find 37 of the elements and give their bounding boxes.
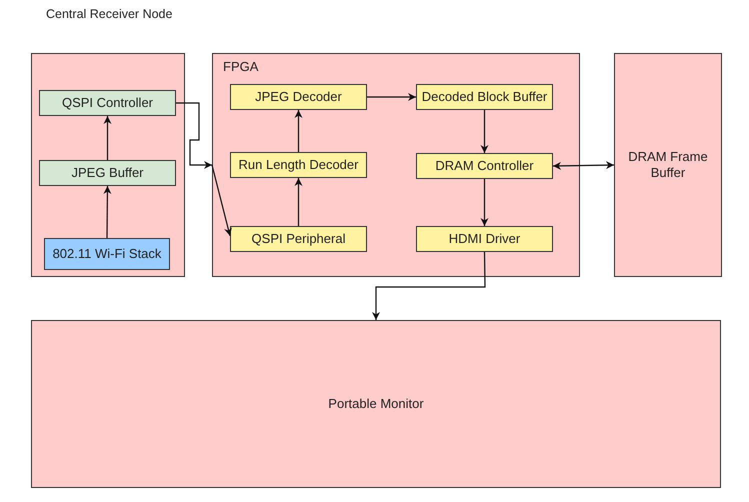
container-box (31, 53, 185, 277)
arrow (176, 102, 212, 169)
node-label: JPEG Decoder (255, 89, 342, 105)
container-box (212, 53, 580, 277)
process-box (44, 238, 170, 270)
arrow (104, 116, 112, 160)
process-box (39, 160, 176, 186)
node-label: 802.11 Wi-Fi Stack (52, 246, 162, 262)
node-label: HDMI Driver (448, 231, 520, 247)
double-arrow (552, 161, 614, 170)
process-box (416, 84, 553, 110)
arrow (211, 164, 232, 236)
container-heading: FPGA (223, 59, 258, 75)
process-box (416, 226, 553, 252)
arrow (480, 110, 488, 153)
process-box (614, 53, 722, 277)
arrow (480, 179, 488, 226)
node-label: Portable Monitor (328, 396, 424, 412)
process-box (230, 84, 367, 110)
node-label: JPEG Buffer (71, 165, 144, 181)
node-label: DRAM Controller (435, 158, 534, 174)
process-box (416, 153, 553, 179)
process-box (39, 90, 176, 116)
arrow (372, 252, 486, 320)
diagram-title: Central Receiver Node (46, 7, 172, 21)
node-label: DRAM Frame Buffer (627, 149, 709, 181)
node-label: Decoded Block Buffer (422, 89, 548, 105)
node-label: QSPI Peripheral (252, 231, 346, 247)
arrow (367, 93, 416, 101)
arrow (294, 110, 302, 152)
arrow (103, 186, 112, 238)
process-box (31, 320, 721, 488)
arrow (294, 178, 302, 226)
node-label: Run Length Decoder (238, 157, 358, 173)
process-box (230, 226, 367, 252)
process-box (230, 152, 367, 178)
node-label: QSPI Controller (62, 95, 154, 111)
